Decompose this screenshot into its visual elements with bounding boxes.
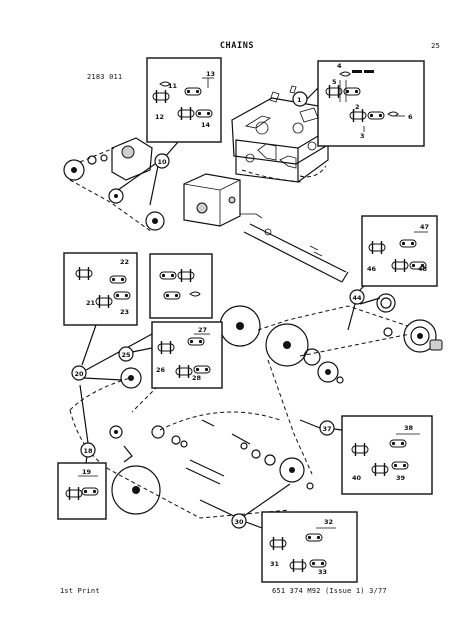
svg-text:33: 33 xyxy=(318,568,327,576)
svg-text:32: 32 xyxy=(324,518,333,526)
svg-text:27: 27 xyxy=(198,326,207,334)
svg-text:28: 28 xyxy=(192,374,202,382)
svg-text:1: 1 xyxy=(297,96,302,104)
label-4: 4 xyxy=(337,62,342,70)
page-number: 25 xyxy=(431,42,440,50)
callout-44 xyxy=(349,289,365,305)
callout-20 xyxy=(71,365,87,381)
svg-text:10: 10 xyxy=(157,158,167,166)
print-status: 1st Print xyxy=(60,587,100,595)
lower-left-drive xyxy=(69,367,314,519)
svg-text:30: 30 xyxy=(234,518,244,526)
label-3: 3 xyxy=(360,132,365,140)
svg-text:48: 48 xyxy=(418,265,428,273)
right-sprocket-group xyxy=(376,293,443,353)
inset-panel-44: 47 46 48 xyxy=(361,215,438,287)
drawing-reference: 2183 011 xyxy=(87,73,123,81)
mounting-frame xyxy=(231,85,331,183)
label-2: 2 xyxy=(355,103,360,111)
callout-10 xyxy=(154,153,170,169)
svg-text:11: 11 xyxy=(168,82,178,90)
svg-text:12: 12 xyxy=(155,113,164,121)
inset-panel-20: 22 21 23 xyxy=(63,252,138,326)
svg-text:26: 26 xyxy=(156,366,166,374)
svg-text:31: 31 xyxy=(270,560,280,568)
page-title: CHAINS xyxy=(219,41,255,51)
inset-panel-20b xyxy=(149,253,213,319)
svg-text:21: 21 xyxy=(86,299,96,307)
svg-text:44: 44 xyxy=(352,294,362,302)
svg-text:47: 47 xyxy=(420,223,429,231)
tension-block xyxy=(183,173,263,227)
main-shaft xyxy=(243,223,349,283)
svg-text:46: 46 xyxy=(367,265,377,273)
inset-panel-30: 32 31 33 xyxy=(261,511,358,583)
svg-text:13: 13 xyxy=(206,70,215,78)
inset-panel-25: 27 26 28 xyxy=(151,321,223,389)
svg-text:22: 22 xyxy=(120,258,129,266)
svg-text:23: 23 xyxy=(120,308,129,316)
svg-text:40: 40 xyxy=(352,474,362,482)
callout-1 xyxy=(292,91,308,107)
svg-text:18: 18 xyxy=(83,447,93,455)
inset-panel-18: 19 xyxy=(57,462,107,520)
svg-text:38: 38 xyxy=(404,424,414,432)
svg-text:25: 25 xyxy=(121,351,131,359)
label-5: 5 xyxy=(332,78,337,86)
svg-text:39: 39 xyxy=(396,474,406,482)
callout-25 xyxy=(118,346,134,362)
svg-text:19: 19 xyxy=(82,468,92,476)
svg-text:14: 14 xyxy=(201,121,211,129)
inset-panel-37: 38 40 39 xyxy=(341,415,433,495)
upper-sprockets xyxy=(63,137,165,233)
publication-info: 651 374 M92 (Issue 1) 3/77 xyxy=(272,587,387,595)
callout-30 xyxy=(231,513,247,529)
svg-text:37: 37 xyxy=(322,425,331,433)
inset-panel-1: 4 5 2 3 6 xyxy=(317,60,425,147)
inset-panel-10: 13 11 12 14 xyxy=(146,57,222,143)
svg-text:20: 20 xyxy=(74,370,84,378)
label-6: 6 xyxy=(408,113,413,121)
